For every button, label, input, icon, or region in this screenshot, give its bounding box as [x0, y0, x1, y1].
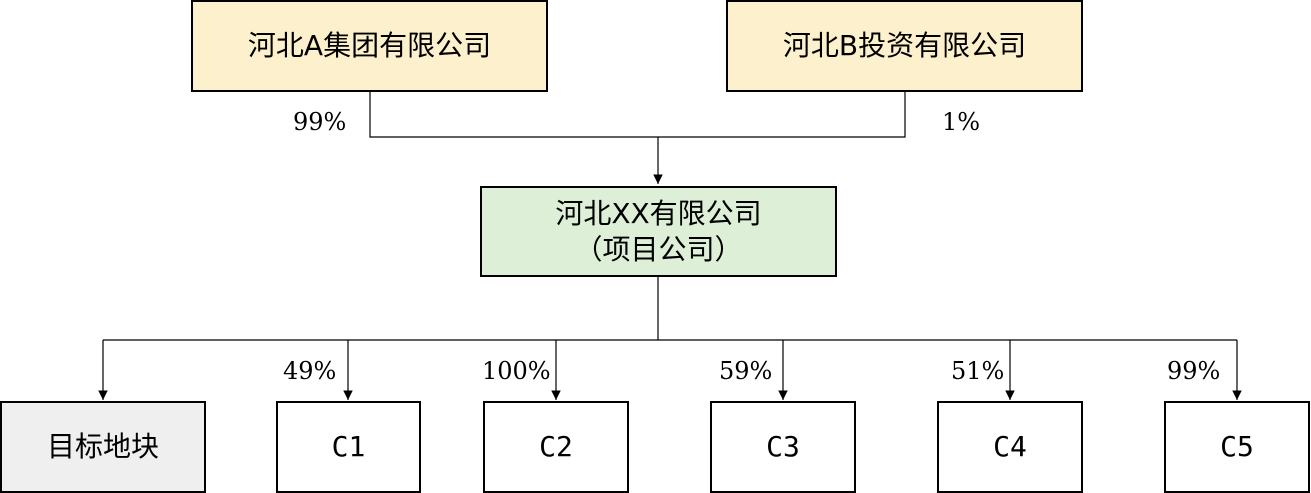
node-c5-label: C5 [1220, 430, 1254, 463]
edge-label-c5: 99% [1167, 357, 1221, 385]
edge-label-c3: 59% [719, 357, 773, 385]
node-c3-label: C3 [766, 430, 800, 463]
node-c4: C4 [937, 401, 1083, 493]
node-c2: C2 [483, 401, 629, 493]
node-c1-label: C1 [331, 430, 366, 463]
edge-label-c1: 49% [283, 357, 337, 385]
edge-label-parent-a: 99% [293, 108, 347, 136]
node-c1: C1 [276, 401, 421, 493]
node-parent-b-label: 河北B投资有限公司 [782, 29, 1027, 62]
node-c2-label: C2 [539, 430, 573, 463]
edge-label-c2: 100% [482, 357, 551, 385]
edge-label-parent-b: 1% [942, 108, 981, 136]
node-c3: C3 [710, 401, 856, 493]
node-project-company: 河北XX有限公司 （项目公司） [480, 186, 837, 277]
node-parent-b: 河北B投资有限公司 [726, 0, 1083, 92]
connector-parent-a [369, 92, 658, 138]
node-parent-a: 河北A集团有限公司 [191, 0, 548, 92]
node-target-land-label: 目标地块 [46, 430, 159, 463]
node-project-line2: （项目公司） [574, 232, 743, 266]
connector-parent-b [658, 92, 906, 138]
node-c5: C5 [1164, 401, 1310, 493]
node-parent-a-label: 河北A集团有限公司 [247, 29, 492, 62]
node-c4-label: C4 [993, 430, 1027, 463]
node-target-land: 目标地块 [0, 401, 206, 493]
node-project-line1: 河北XX有限公司 [555, 196, 762, 230]
edge-label-c4: 51% [951, 357, 1005, 385]
